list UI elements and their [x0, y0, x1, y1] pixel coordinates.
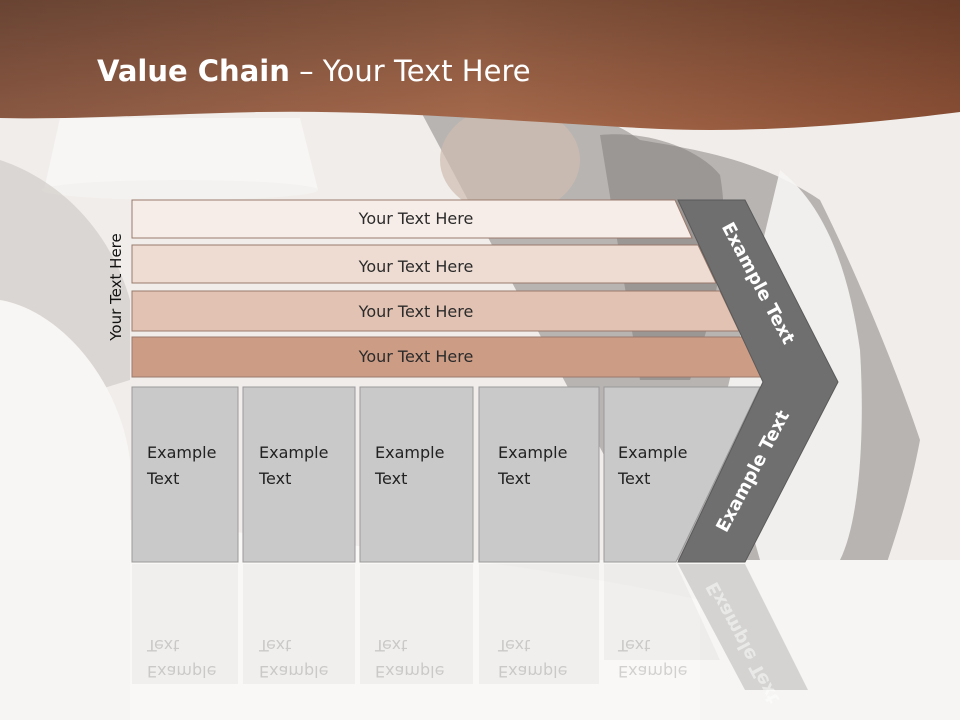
column-5: [603, 386, 761, 563]
band-3-label: Your Text Here: [358, 302, 474, 321]
columns-reflection: [132, 564, 720, 684]
band-4-label: Your Text Here: [358, 347, 474, 366]
band-2-label: Your Text Here: [358, 257, 474, 276]
column-1: [131, 386, 239, 563]
page-title: Value Chain – Your Text Here: [97, 54, 531, 88]
column-4: [478, 386, 600, 563]
column-3: [359, 386, 474, 563]
chevron-arrow: [677, 199, 839, 563]
chevron-reflection: [678, 564, 808, 690]
title-rest: – Your Text Here: [289, 54, 531, 88]
band-2: [131, 244, 717, 284]
band-1-label: Your Text Here: [358, 209, 474, 228]
band-1: [131, 199, 693, 239]
column-2: [242, 386, 356, 563]
title-bold: Value Chain: [97, 54, 290, 88]
